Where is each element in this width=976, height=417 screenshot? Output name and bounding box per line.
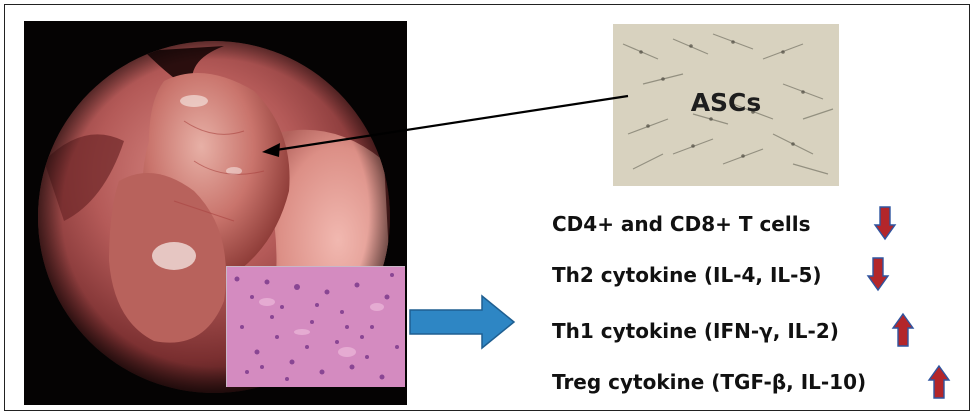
blue-block-arrow <box>409 294 516 350</box>
endoscopy-image <box>24 21 407 405</box>
histology-image <box>226 266 405 387</box>
pointer-arrow <box>275 94 629 152</box>
effect-th1: Th1 cytokine (IFN-γ, IL-2) <box>552 319 839 343</box>
down-arrow-icon <box>866 257 890 292</box>
effect-treg: Treg cytokine (TGF-β, IL-10) <box>552 370 866 394</box>
effect-th2: Th2 cytokine (IL-4, IL-5) <box>552 263 822 287</box>
effect-text: Th1 cytokine (IFN-γ, IL-2) <box>552 319 839 343</box>
pointer-arrowhead <box>262 143 280 157</box>
effect-text: CD4+ and CD8+ T cells <box>552 212 811 236</box>
up-arrow-icon <box>927 364 951 399</box>
up-arrow-icon <box>891 312 915 347</box>
down-arrow-icon <box>873 206 897 241</box>
figure-frame <box>4 4 970 411</box>
ascs-microscopy-image: ASCs <box>613 24 839 186</box>
effect-text: Treg cytokine (TGF-β, IL-10) <box>552 370 867 394</box>
effect-text: Th2 cytokine (IL-4, IL-5) <box>552 263 822 287</box>
effect-cd4-cd8: CD4+ and CD8+ T cells <box>552 212 811 236</box>
ascs-label: ASCs <box>690 88 762 117</box>
